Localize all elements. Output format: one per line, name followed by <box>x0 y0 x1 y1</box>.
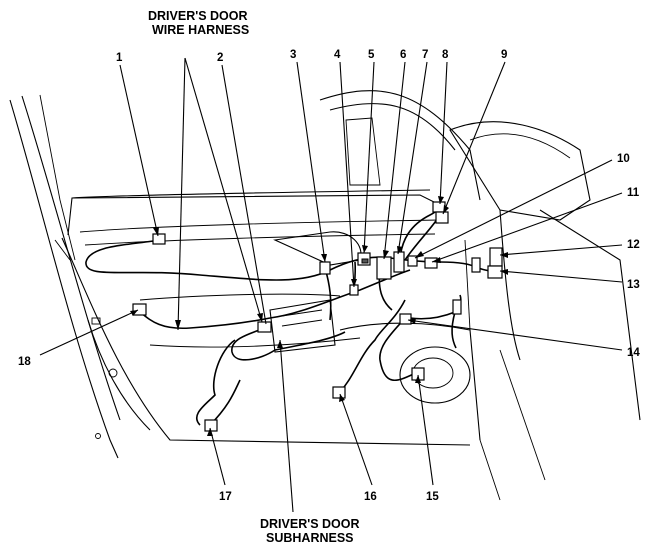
subharness-title-line1: DRIVER'S DOOR <box>260 517 360 531</box>
wire-harness-title-line1: DRIVER'S DOOR <box>148 9 248 23</box>
connector-7 <box>393 251 405 273</box>
leader-lines <box>39 57 623 513</box>
wire-harness-title-line2: WIRE HARNESS <box>152 23 249 37</box>
connector-10 <box>407 255 418 267</box>
arrowheads <box>130 196 508 436</box>
callout-15: 15 <box>426 491 439 503</box>
callout-1: 1 <box>116 52 123 64</box>
harness-titles: DRIVER'S DOOR WIRE HARNESS DRIVER'S DOOR… <box>148 9 360 545</box>
callout-5: 5 <box>368 49 375 61</box>
connector-13 <box>487 265 503 279</box>
connector-3 <box>319 261 331 275</box>
callout-10: 10 <box>617 153 630 165</box>
connectors <box>132 201 503 432</box>
connector-aux-c <box>361 258 369 264</box>
callout-13: 13 <box>627 279 640 291</box>
connector-11 <box>424 257 438 269</box>
callout-4: 4 <box>334 49 341 61</box>
callout-18: 18 <box>18 356 31 368</box>
callout-12: 12 <box>627 239 640 251</box>
callout-2: 2 <box>217 52 223 64</box>
callout-17: 17 <box>219 491 232 503</box>
connector-1 <box>152 233 166 245</box>
callout-3: 3 <box>290 49 296 61</box>
callout-14: 14 <box>627 347 640 359</box>
connector-aux-a <box>471 257 481 273</box>
connector-12 <box>489 247 503 267</box>
callout-6: 6 <box>400 49 406 61</box>
connector-18 <box>132 303 147 316</box>
connector-14 <box>399 313 412 325</box>
connector-aux-b <box>452 299 462 315</box>
connector-6 <box>376 256 392 280</box>
connector-17 <box>204 419 218 432</box>
connector-2 <box>257 321 272 333</box>
connector-8 <box>432 201 446 213</box>
callout-7: 7 <box>422 49 428 61</box>
callout-11: 11 <box>627 187 640 199</box>
connector-9 <box>435 211 449 224</box>
callout-8: 8 <box>442 49 449 61</box>
callout-9: 9 <box>501 49 507 61</box>
door-outline <box>9 90 641 501</box>
callout-numbers: 1 2 3 4 5 6 7 8 9 10 11 12 13 14 15 16 1… <box>18 49 640 503</box>
connector-16 <box>332 386 346 399</box>
subharness-title-line2: SUBHARNESS <box>266 531 354 545</box>
callout-16: 16 <box>364 491 377 503</box>
